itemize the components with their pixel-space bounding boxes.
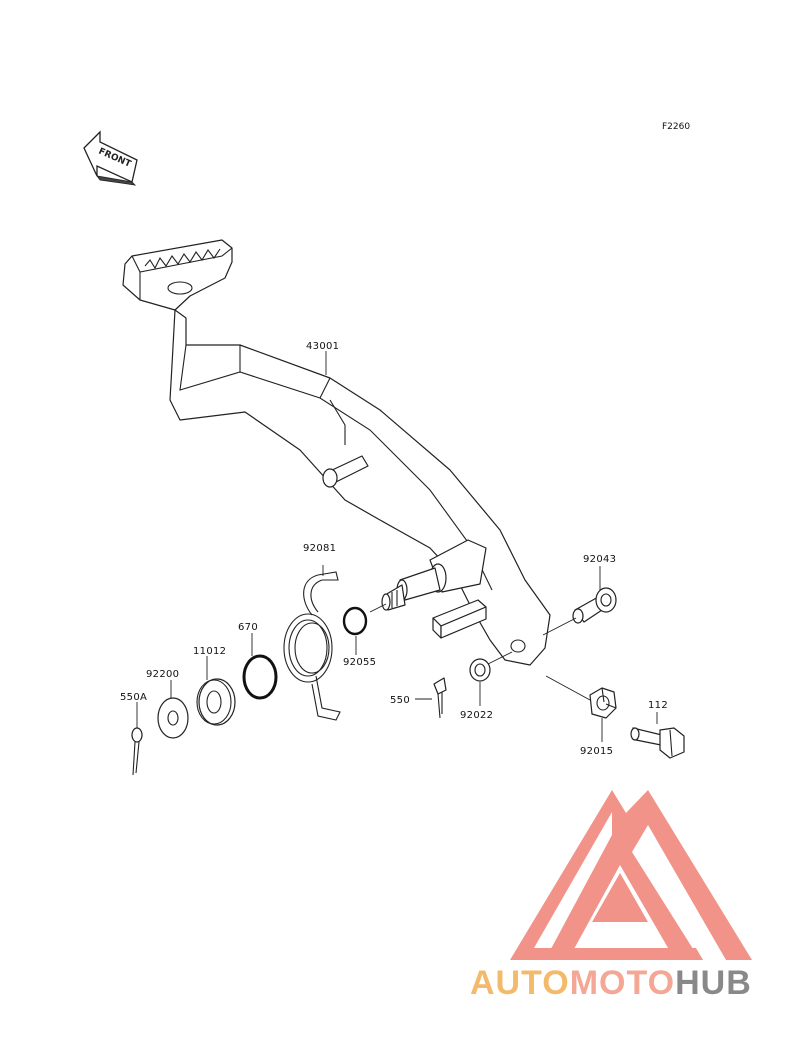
label-92081: 92081	[303, 543, 336, 554]
label-43001: 43001	[306, 341, 339, 352]
bolt-112	[630, 727, 685, 759]
washer-92022	[469, 658, 491, 682]
clevis-pin-92043	[572, 587, 617, 624]
logo-moto: MOTO	[570, 964, 675, 1002]
label-11012: 11012	[193, 646, 226, 657]
front-arrow-icon: FRONT	[83, 130, 138, 186]
part-labels: 43001 92081 92043 670 11012 92200 550A 9…	[120, 341, 668, 757]
logo-auto: AUTO	[470, 964, 570, 1002]
logo-hub: HUB	[675, 964, 752, 1002]
o-ring-92055	[342, 606, 368, 636]
label-92043: 92043	[583, 554, 616, 565]
label-670: 670	[238, 622, 258, 633]
cotter-pin-550a	[131, 727, 143, 776]
nut-92015	[589, 687, 617, 719]
seal-11012	[196, 678, 236, 726]
leader-lines	[136, 351, 658, 742]
brake-pedal	[122, 239, 551, 666]
label-92055: 92055	[343, 657, 376, 668]
label-92015: 92015	[580, 746, 613, 757]
triangle-logo-icon	[510, 790, 752, 960]
automotohub-logo: AUTOMOTOHUB	[470, 790, 752, 1002]
washer-92200	[157, 697, 189, 739]
cotter-pin-550	[433, 677, 447, 719]
label-550a: 550A	[120, 692, 147, 703]
label-92200: 92200	[146, 669, 179, 680]
figure-code: F2260	[662, 122, 690, 132]
svg-text:AUTOMOTOHUB: AUTOMOTOHUB	[470, 964, 752, 1002]
label-92022: 92022	[460, 710, 493, 721]
label-550: 550	[390, 695, 410, 706]
label-112: 112	[648, 700, 668, 711]
o-ring-670	[242, 654, 278, 700]
return-spring-92081	[283, 571, 341, 721]
